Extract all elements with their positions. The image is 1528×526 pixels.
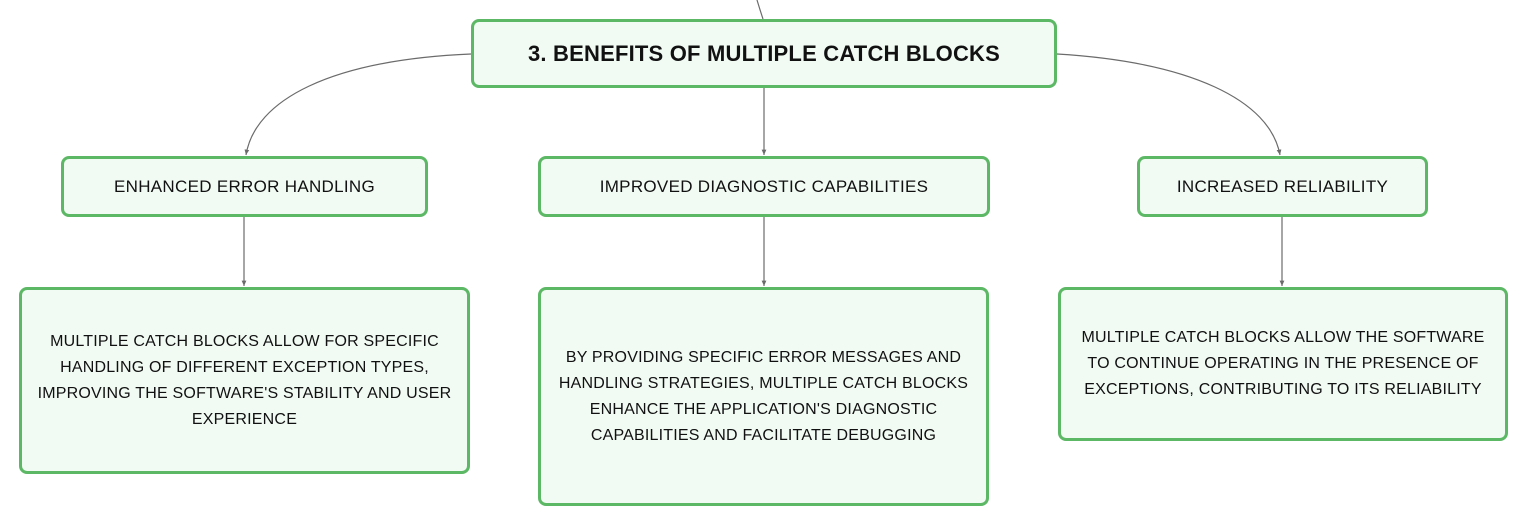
detail-node-enhanced-error-handling[interactable]: MULTIPLE CATCH BLOCKS ALLOW FOR SPECIFIC…	[19, 287, 470, 474]
root-node[interactable]: 3. BENEFITS OF MULTIPLE CATCH BLOCKS	[471, 19, 1057, 88]
detail-node-text: MULTIPLE CATCH BLOCKS ALLOW FOR SPECIFIC…	[37, 332, 452, 428]
branch-node-label: IMPROVED DIAGNOSTIC CAPABILITIES	[599, 176, 929, 196]
connector-root-to-increased-reliability	[1056, 53, 1282, 156]
branch-node-improved-diagnostic-capabilities[interactable]: IMPROVED DIAGNOSTIC CAPABILITIES	[538, 156, 990, 217]
detail-node-text: BY PROVIDING SPECIFIC ERROR MESSAGES AND…	[558, 348, 969, 444]
branch-node-label: INCREASED RELIABILITY	[1176, 176, 1389, 196]
connector-root-to-enhanced-error-handling	[244, 53, 472, 156]
branch-node-label: ENHANCED ERROR HANDLING	[114, 176, 375, 196]
branch-node-enhanced-error-handling[interactable]: ENHANCED ERROR HANDLING	[61, 156, 428, 217]
connector-parent-to-root	[756, 0, 764, 20]
detail-node-improved-diagnostic-capabilities[interactable]: BY PROVIDING SPECIFIC ERROR MESSAGES AND…	[538, 287, 989, 506]
root-node-label: 3. BENEFITS OF MULTIPLE CATCH BLOCKS	[527, 40, 1001, 66]
branch-node-increased-reliability[interactable]: INCREASED RELIABILITY	[1137, 156, 1428, 217]
detail-node-text: MULTIPLE CATCH BLOCKS ALLOW THE SOFTWARE…	[1081, 329, 1485, 398]
detail-node-increased-reliability[interactable]: MULTIPLE CATCH BLOCKS ALLOW THE SOFTWARE…	[1058, 287, 1508, 441]
